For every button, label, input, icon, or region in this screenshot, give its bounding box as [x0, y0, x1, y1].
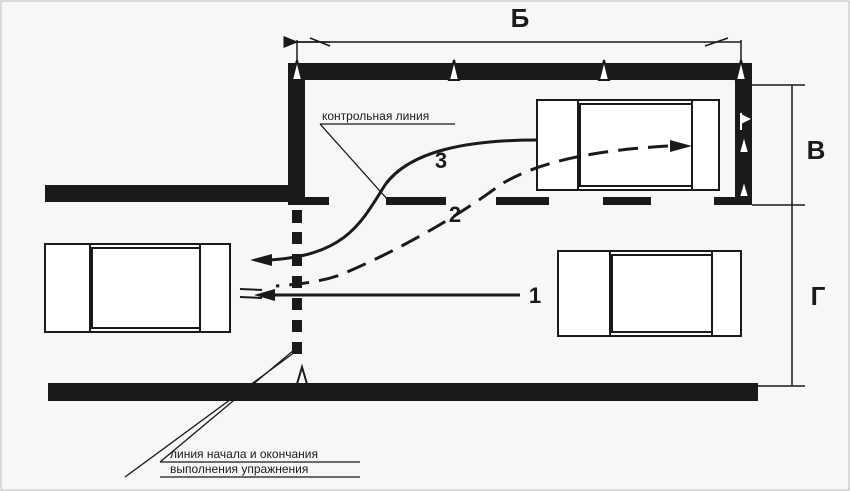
trajectory-3 [250, 138, 538, 266]
dimension-v-label: В [807, 135, 826, 165]
trajectory-1 [239, 288, 520, 301]
left-bay-wall [288, 63, 305, 205]
upper-road-edge [45, 185, 305, 202]
cone-icon [737, 131, 751, 154]
car-left [44, 243, 231, 333]
cone-icon [295, 363, 309, 385]
car-parked-bay [536, 99, 720, 191]
top-wall [288, 63, 752, 80]
start-finish-line [292, 210, 302, 354]
start-line-leader [124, 344, 360, 478]
start-line-label-2: выполнения упражнения [170, 462, 308, 476]
cone-icon [737, 176, 751, 198]
dimension-v-g [752, 84, 805, 387]
dimension-b-label: Б [511, 3, 530, 33]
lower-road-edge [48, 383, 758, 401]
cones [290, 59, 751, 385]
cone-icon [447, 59, 461, 81]
cone-icon [290, 59, 304, 81]
control-line-leader [319, 123, 455, 201]
trajectory-3-label: 3 [435, 148, 447, 173]
car-right [557, 250, 742, 337]
trajectory-1-label: 1 [529, 283, 541, 308]
start-line-label-1: линия начала и окончания [170, 447, 318, 461]
cone-icon [734, 59, 748, 81]
cone-icon [597, 59, 611, 81]
dimension-g-label: Г [811, 281, 826, 311]
control-line-label: контрольная линия [322, 109, 429, 123]
dimension-b [283, 36, 742, 63]
control-line-dashes [305, 197, 740, 205]
trajectory-2-label: 2 [449, 202, 461, 227]
trajectory-2 [275, 140, 692, 288]
flag-icon [740, 113, 751, 130]
